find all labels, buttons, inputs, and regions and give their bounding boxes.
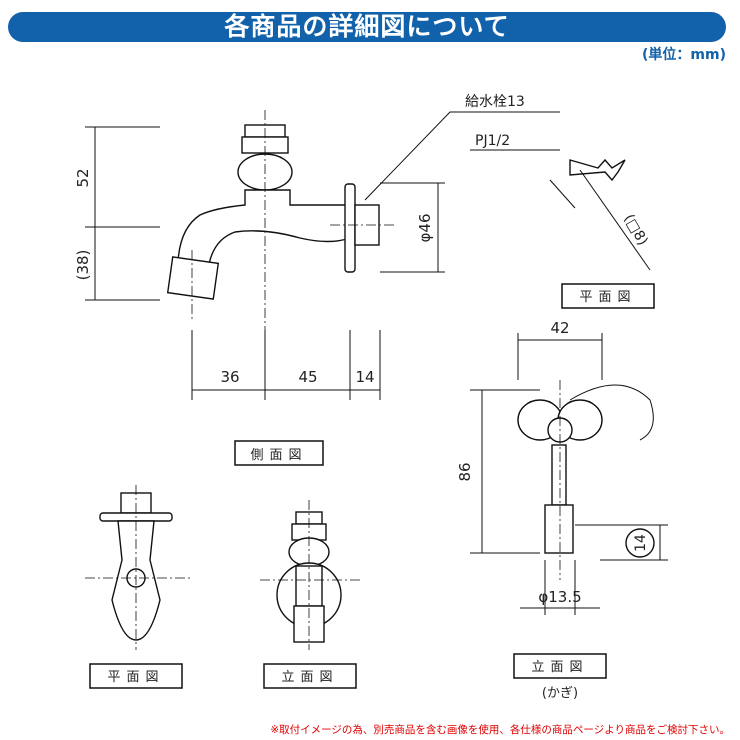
- footer-note: ※取付イメージの為、別売商品を含む画像を使用、各仕様の商品ページより商品をご検討…: [270, 724, 730, 736]
- callout-thread: PJ1/2: [475, 133, 510, 149]
- label-handle-plan: 平面図: [579, 290, 636, 305]
- label-key-elevation: 立面図: [531, 660, 588, 675]
- label-side-view: 側面図: [250, 448, 307, 463]
- plan-view-drawing: 平面図: [85, 485, 190, 689]
- label-elevation-view: 立面図: [281, 670, 338, 685]
- dim-key-small: 14: [633, 534, 649, 552]
- unit-label: (単位：mm): [642, 47, 726, 63]
- dim-diameter: φ46: [416, 214, 434, 243]
- dim-w1: 36: [220, 368, 239, 386]
- label-plan-view: 平面図: [107, 670, 164, 685]
- handle-plan-drawing: (□8) 平面図: [549, 158, 655, 309]
- dim-w2: 45: [298, 368, 317, 386]
- dim-square: (□8): [620, 212, 650, 249]
- dim-key-diameter: φ13.5: [538, 588, 581, 606]
- elevation-view-drawing: 立面図: [260, 500, 360, 689]
- callout-faucet: 給水栓13: [465, 94, 525, 110]
- side-view-drawing: 52 (38) φ46 36 45 14 給水栓13 PJ1/2 側面図: [74, 94, 560, 466]
- key-drawing: 42 86 14 φ13.5 立面図 (かぎ): [456, 319, 668, 701]
- dim-w3: 14: [355, 368, 374, 386]
- label-key-sub: (かぎ): [542, 686, 578, 701]
- page-title: 各商品の詳細図について: [8, 12, 726, 42]
- dim-key-height: 86: [456, 462, 474, 481]
- dim-key-width: 42: [550, 319, 569, 337]
- dim-height-bottom: (38): [74, 250, 92, 281]
- dim-height-top: 52: [74, 168, 92, 187]
